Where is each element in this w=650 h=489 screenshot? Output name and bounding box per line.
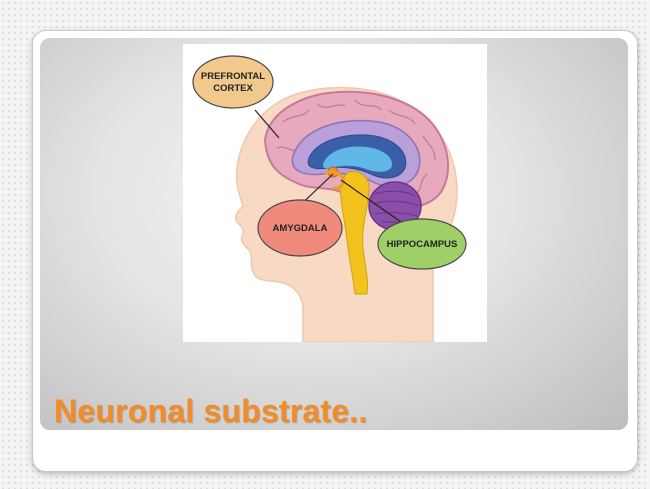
hippocampus-label: HIPPOCAMPUS bbox=[387, 239, 458, 250]
slide-title: Neuronal substrate.. bbox=[54, 393, 367, 430]
prefrontal-label-line2: CORTEX bbox=[213, 83, 253, 94]
amygdala-callout: AMYGDALA bbox=[258, 200, 342, 256]
prefrontal-cortex-callout: PREFRONTAL CORTEX bbox=[193, 56, 273, 108]
prefrontal-label-line1: PREFRONTAL bbox=[201, 71, 265, 82]
brain-diagram: PREFRONTAL CORTEX AMYGDALA HIPPOCAMPUS bbox=[183, 44, 487, 342]
amygdala-label: AMYGDALA bbox=[273, 223, 328, 234]
hippocampus-callout: HIPPOCAMPUS bbox=[378, 219, 466, 269]
